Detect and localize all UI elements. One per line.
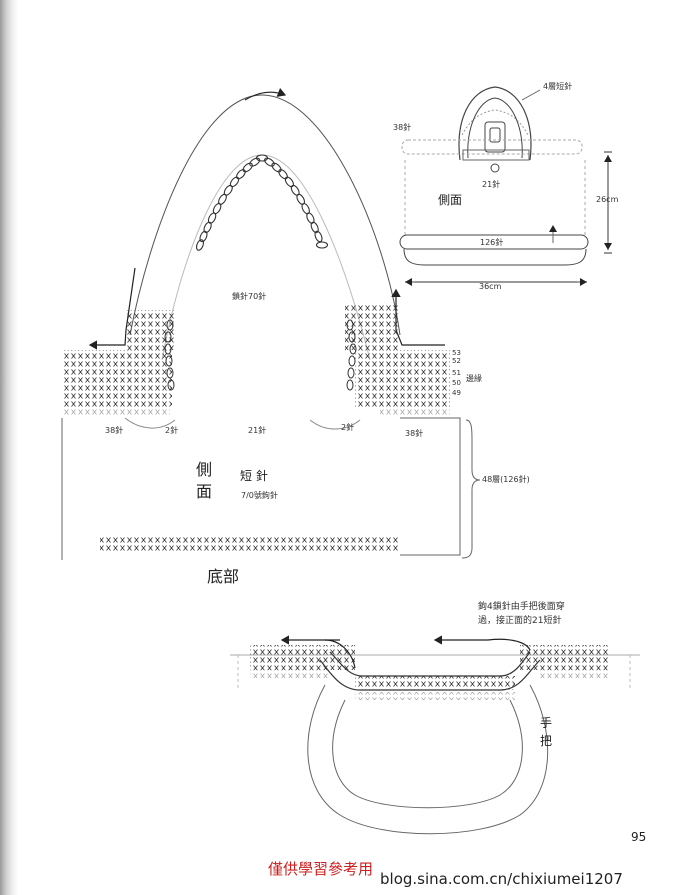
bag-side-schematic bbox=[399, 86, 612, 286]
chain-stitch-oval bbox=[242, 162, 253, 173]
watermark-url: blog.sina.com.cn/chixiumei1207 bbox=[380, 870, 623, 888]
chain-stitch-oval bbox=[315, 241, 329, 249]
row-51: 51 bbox=[452, 369, 461, 377]
handle-join-detail bbox=[230, 635, 640, 835]
chain-stitch-oval bbox=[278, 169, 288, 180]
label-38-left: 38針 bbox=[105, 426, 124, 435]
row-53: 53 bbox=[452, 349, 461, 357]
chain-stitch-oval bbox=[236, 169, 246, 180]
label-chain-70: 鎖針70針 bbox=[232, 292, 267, 301]
label-4-rows: 4層短針 bbox=[543, 82, 573, 91]
label-side-char2: 面 bbox=[196, 482, 213, 501]
label-36cm: 36cm bbox=[479, 282, 502, 291]
label-side-char1: 側 bbox=[196, 460, 213, 479]
row-49: 49 bbox=[452, 389, 461, 397]
label-126-top: 126針 bbox=[480, 238, 504, 247]
chain-stitch-oval bbox=[223, 184, 233, 196]
chain-stitch-oval bbox=[249, 157, 261, 167]
chain-stitch-oval bbox=[195, 239, 205, 251]
watermark-chinese: 僅供學習參考用 bbox=[268, 860, 374, 878]
chain-stitch-oval bbox=[284, 176, 295, 188]
label-48-rows: 48層(126針) bbox=[482, 475, 530, 484]
note-line-1: 鉤4鎖針由手把後面穿 bbox=[478, 602, 565, 612]
label-bottom: 底部 bbox=[207, 567, 240, 586]
chain-stitch-oval bbox=[314, 230, 323, 243]
page-number: 95 bbox=[631, 830, 647, 844]
row-52: 52 bbox=[452, 357, 461, 365]
label-21-main: 21針 bbox=[248, 426, 267, 435]
row-50: 50 bbox=[452, 379, 461, 387]
label-side-top: 側面 bbox=[438, 193, 463, 207]
chain-stitch-oval bbox=[229, 176, 240, 188]
label-edge: 邊緣 bbox=[466, 374, 482, 383]
label-2-right: 2針 bbox=[341, 423, 355, 432]
label-38-top: 38針 bbox=[393, 123, 412, 132]
label-stitch-type: 短 針 bbox=[240, 469, 268, 483]
chain-stitch-oval bbox=[199, 230, 208, 243]
label-handle-char1: 手 bbox=[540, 716, 553, 730]
page-spine-shadow bbox=[0, 0, 18, 895]
label-2-left: 2針 bbox=[165, 426, 179, 435]
label-hook-size: 7/0號鉤針 bbox=[241, 491, 278, 500]
main-stitch-chart bbox=[61, 87, 481, 560]
note-line-2: 過，接正面的21短針 bbox=[478, 616, 562, 626]
label-26cm: 26cm bbox=[596, 195, 619, 204]
chain-stitch-oval bbox=[306, 212, 315, 224]
chain-stitch-oval bbox=[310, 221, 319, 234]
chain-stitch-oval bbox=[203, 221, 212, 234]
chain-stitch-oval bbox=[263, 157, 275, 167]
label-handle-char2: 把 bbox=[540, 734, 553, 748]
label-38-right: 38針 bbox=[405, 429, 424, 438]
chain-stitch-oval bbox=[271, 162, 282, 173]
label-21-top: 21針 bbox=[482, 180, 501, 189]
